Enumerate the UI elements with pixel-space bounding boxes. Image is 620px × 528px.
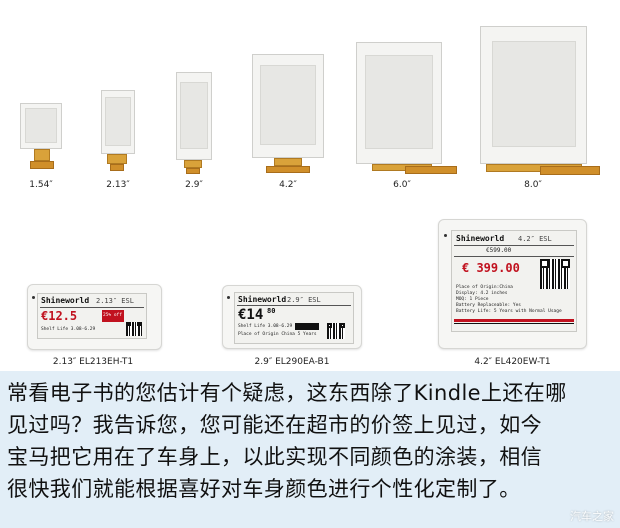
watermark-logo: 汽车之家 <box>570 510 614 523</box>
caption-text: 常看电子书的您估计有个疑虑，这东西除了Kindle上还在哪 见过吗？我告诉您，您… <box>7 377 613 505</box>
tag-footer-bar <box>454 319 574 322</box>
discount-badge <box>102 310 124 322</box>
tag-brand: Shineworld <box>238 295 287 304</box>
tag-model-label: 4.2″ EL420EW-T1 <box>474 357 551 367</box>
tag-detail-line: MOQ: 1 Piece <box>456 297 489 302</box>
esl-tag-2-13: Shineworld 2.13″ ESL €12.5 25% off Shelf… <box>27 284 162 350</box>
tag-model: 2.13″ ESL <box>96 297 134 305</box>
panel-flex-cable <box>107 154 127 164</box>
epaper-panel-4-2 <box>252 54 324 158</box>
tag-model-label: 2.13″ EL213EH-T1 <box>52 357 134 367</box>
panel-size-label: 8.0″ <box>524 180 542 190</box>
tag-model: 2.9″ ESL <box>287 296 321 304</box>
tag-highlight-block <box>295 323 319 330</box>
qr-code <box>540 259 570 289</box>
tag-origin: Place of Origin China 5 Years <box>238 332 317 337</box>
tag-footer-strip <box>454 323 574 324</box>
tag-display: Shineworld 2.9″ ESL €14 80 Shelf Life 3.… <box>234 292 354 344</box>
qr-code <box>327 323 346 339</box>
tag-original-price: €599.00 <box>486 247 512 254</box>
panel-size-label: 2.13″ <box>106 180 130 190</box>
tag-display: Shineworld 2.13″ ESL €12.5 25% off Shelf… <box>37 293 147 339</box>
panel-flex-cable <box>30 161 54 169</box>
tag-price: €12.5 <box>41 309 78 323</box>
esl-tag-2-9: Shineworld 2.9″ ESL €14 80 Shelf Life 3.… <box>222 285 362 349</box>
tag-brand: Shineworld <box>456 234 505 243</box>
epaper-panel-6-0 <box>356 42 442 164</box>
panel-flex-cable <box>405 166 457 174</box>
epaper-panel-2-13 <box>101 90 135 154</box>
discount-badge-text: 25% off <box>103 313 122 318</box>
panel-flex-cable <box>540 166 600 175</box>
tag-footer: Shelf Life 3.08-6.29 <box>238 324 293 329</box>
panel-size-label: 2.9″ <box>185 180 203 190</box>
tag-footer: Shelf Life 3.08-6.29 <box>41 327 96 332</box>
panel-flex-cable <box>34 149 50 161</box>
epaper-panel-1-54 <box>20 103 62 149</box>
tag-price: €14 <box>238 307 264 323</box>
panel-size-label: 6.0″ <box>393 180 411 190</box>
panel-flex-cable <box>266 166 310 173</box>
panel-flex-cable <box>274 158 302 166</box>
tag-detail-line: Battery Life: 5 Years with Normal Usage <box>456 309 562 314</box>
tag-display: Shineworld 4.2″ ESL €599.00 € 399.00 Pla… <box>451 230 577 332</box>
caption-line: 常看电子书的您估计有个疑虑，这东西除了Kindle上还在哪 <box>7 381 567 405</box>
tag-detail-line: Battery Replaceable: Yes <box>456 303 522 308</box>
epaper-panel-8-0 <box>480 26 587 164</box>
esl-tag-4-2: Shineworld 4.2″ ESL €599.00 € 399.00 Pla… <box>438 219 587 349</box>
panel-size-label: 4.2″ <box>279 180 297 190</box>
qr-code <box>126 322 142 336</box>
epaper-panel-2-9 <box>176 72 212 160</box>
tag-price-cents: 80 <box>267 307 276 315</box>
tag-model: 4.2″ ESL <box>518 235 552 243</box>
tag-detail-line: Display: 4.2 inches <box>456 291 508 296</box>
panel-size-label: 1.54″ <box>29 180 53 190</box>
tag-brand: Shineworld <box>41 296 90 305</box>
caption-line: 见过吗？我告诉您，您可能还在超市的价签上见过，如今 <box>7 413 542 437</box>
caption-line: 宝马把它用在了车身上，以此实现不同颜色的涂装，相信 <box>7 445 542 469</box>
caption-line: 很快我们就能根据喜好对车身颜色进行个性化定制了。 <box>7 477 521 501</box>
caption-panel <box>0 371 620 528</box>
panel-flex-cable <box>186 168 200 174</box>
tag-model-label: 2.9″ EL290EA-B1 <box>254 357 330 367</box>
panel-flex-cable <box>184 160 202 168</box>
panel-flex-cable <box>110 164 124 171</box>
tag-price: € 399.00 <box>462 261 520 275</box>
tag-detail-line: Place of Origin:China <box>456 285 513 290</box>
